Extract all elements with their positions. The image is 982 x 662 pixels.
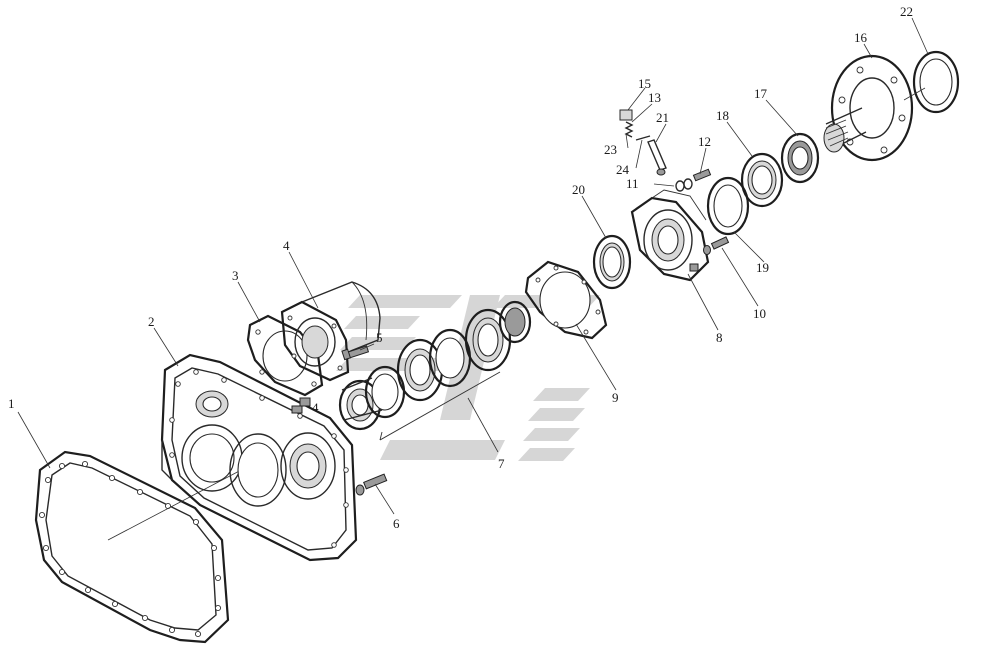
end-housing-part-8 [630,189,710,282]
callout-21: 21 [656,110,669,125]
callout-9: 9 [612,390,619,405]
spring-part-13 [624,121,634,138]
bolt-part-6 [355,473,388,496]
callout-18: 18 [716,108,729,123]
callout-20: 20 [572,182,585,197]
callout-10: 10 [753,306,766,321]
ring-part-19 [706,176,750,236]
bearing-part-17 [780,132,820,184]
callout-5: 5 [376,330,383,345]
housing-part-2 [160,353,358,562]
leader-lines [17,17,929,515]
watermark-logo [336,295,600,461]
callout-labels: 1 2 3 4 4 5 6 7 8 9 10 11 12 13 15 16 17… [8,4,913,531]
washer-part-24 [635,135,651,141]
callout-11: 11 [626,176,639,191]
callout-16: 16 [854,30,868,45]
callout-3: 3 [232,268,239,283]
bearing-cover-part-4 [280,281,381,382]
gasket-part-9 [524,260,608,340]
bolt-part-12 [692,168,712,182]
callout-12: 12 [698,134,711,149]
bolt-part-10 [703,236,730,255]
callout-13: 13 [648,90,661,105]
gasket-part-1 [34,450,230,644]
callout-6: 6 [393,516,400,531]
callout-17: 17 [754,86,768,101]
seal-ring-part-22 [912,50,960,114]
callout-4-bolt: 4 [312,400,319,415]
plug-part-15 [619,109,633,121]
seal-part-18 [740,152,784,208]
callout-2: 2 [148,314,155,329]
washer-part-11 [675,178,693,192]
callout-24: 24 [616,162,630,177]
bolt-small [299,397,311,407]
callout-15: 15 [638,76,651,91]
callout-8: 8 [716,330,723,345]
callout-7: 7 [498,456,505,471]
callout-23: 23 [604,142,617,157]
callout-19: 19 [756,260,769,275]
callout-1: 1 [8,396,15,411]
callout-22: 22 [900,4,913,19]
bearing-assembly-part-7 [338,300,532,441]
seal-ring-part-20 [592,234,632,290]
flange-part-16 [823,54,914,162]
callout-4-cover: 4 [283,238,290,253]
breather-fitting-part-21 [647,139,667,176]
